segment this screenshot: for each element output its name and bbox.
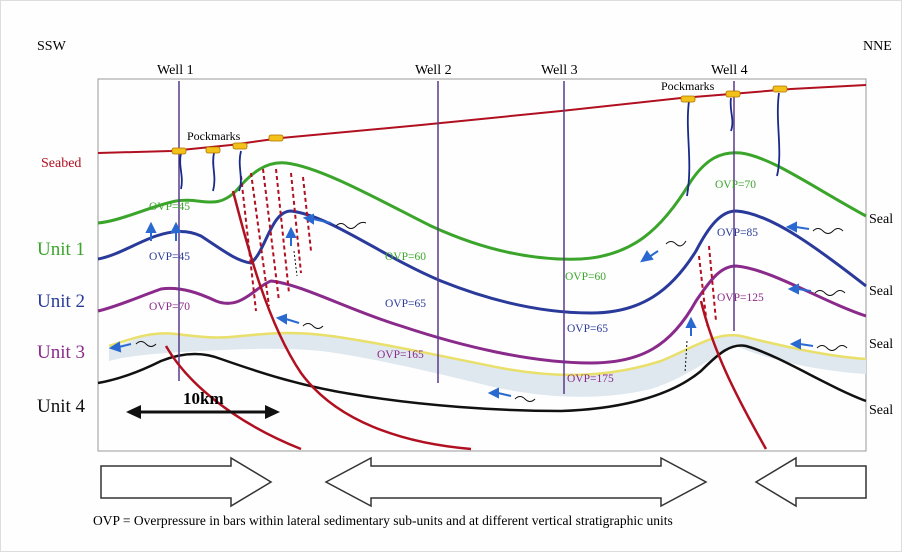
extension-arrow-center bbox=[324, 456, 708, 508]
scale-label: 10km bbox=[183, 389, 224, 408]
pockmarks-label-1: Pockmarks bbox=[187, 129, 241, 143]
ovp-label: OVP=125 bbox=[717, 292, 764, 304]
seal-label-2: Seal bbox=[869, 284, 894, 299]
unit-2-label: Unit 2 bbox=[37, 291, 86, 312]
well-3-label: Well 3 bbox=[541, 63, 578, 78]
scale-bar bbox=[126, 405, 280, 419]
fault-3 bbox=[699, 300, 768, 450]
unit-3-label: Unit 3 bbox=[37, 342, 86, 363]
direction-left: SSW bbox=[37, 39, 66, 54]
yellow-horizon bbox=[108, 331, 867, 377]
fluid-paths bbox=[240, 168, 717, 327]
flow-arrows bbox=[108, 213, 814, 399]
section-box bbox=[97, 78, 867, 452]
fault-2 bbox=[164, 345, 302, 451]
seal-label-1: Seal bbox=[869, 212, 894, 227]
sand-layer bbox=[109, 332, 866, 397]
caption: OVP = Overpressure in bars within latera… bbox=[93, 513, 673, 528]
black-horizon bbox=[97, 344, 867, 413]
well-2-label: Well 2 bbox=[415, 63, 452, 78]
ovp-label: OVP=165 bbox=[377, 349, 424, 361]
flow-squiggles bbox=[135, 221, 848, 402]
blue-horizon bbox=[97, 209, 867, 315]
ovp-label: OVP=60 bbox=[565, 271, 606, 283]
ovp-label: OVP=70 bbox=[715, 179, 756, 191]
ovp-label: OVP=65 bbox=[385, 298, 426, 310]
well-1-label: Well 1 bbox=[157, 63, 194, 78]
ovp-label: OVP=45 bbox=[149, 251, 190, 263]
minor-dashes bbox=[293, 250, 688, 374]
stress-arrows bbox=[100, 456, 867, 508]
purple-horizon bbox=[97, 264, 867, 365]
ovp-label: OVP=175 bbox=[567, 373, 614, 385]
seabed-line bbox=[97, 84, 867, 154]
ovp-label: OVP=70 bbox=[149, 301, 190, 313]
ovp-label: OVP=60 bbox=[385, 251, 426, 263]
compression-arrow-left bbox=[100, 456, 273, 508]
pockmark-blobs bbox=[171, 85, 788, 155]
seabed-label: Seabed bbox=[41, 156, 82, 171]
green-horizon bbox=[97, 151, 867, 261]
ovp-label: OVP=65 bbox=[567, 323, 608, 335]
ovp-label: OVP=85 bbox=[717, 227, 758, 239]
unit-1-label: Unit 1 bbox=[37, 239, 86, 260]
fault-1 bbox=[231, 190, 472, 451]
seal-label-3: Seal bbox=[869, 337, 894, 352]
chimneys bbox=[179, 92, 781, 197]
pockmarks-label-2: Pockmarks bbox=[661, 79, 715, 93]
seal-label-4: Seal bbox=[869, 403, 894, 418]
well-4-label: Well 4 bbox=[711, 63, 748, 78]
direction-right: NNE bbox=[863, 39, 892, 54]
ovp-label: OVP=45 bbox=[149, 201, 190, 213]
compression-arrow-right bbox=[754, 456, 867, 508]
unit-4-label: Unit 4 bbox=[37, 396, 86, 417]
